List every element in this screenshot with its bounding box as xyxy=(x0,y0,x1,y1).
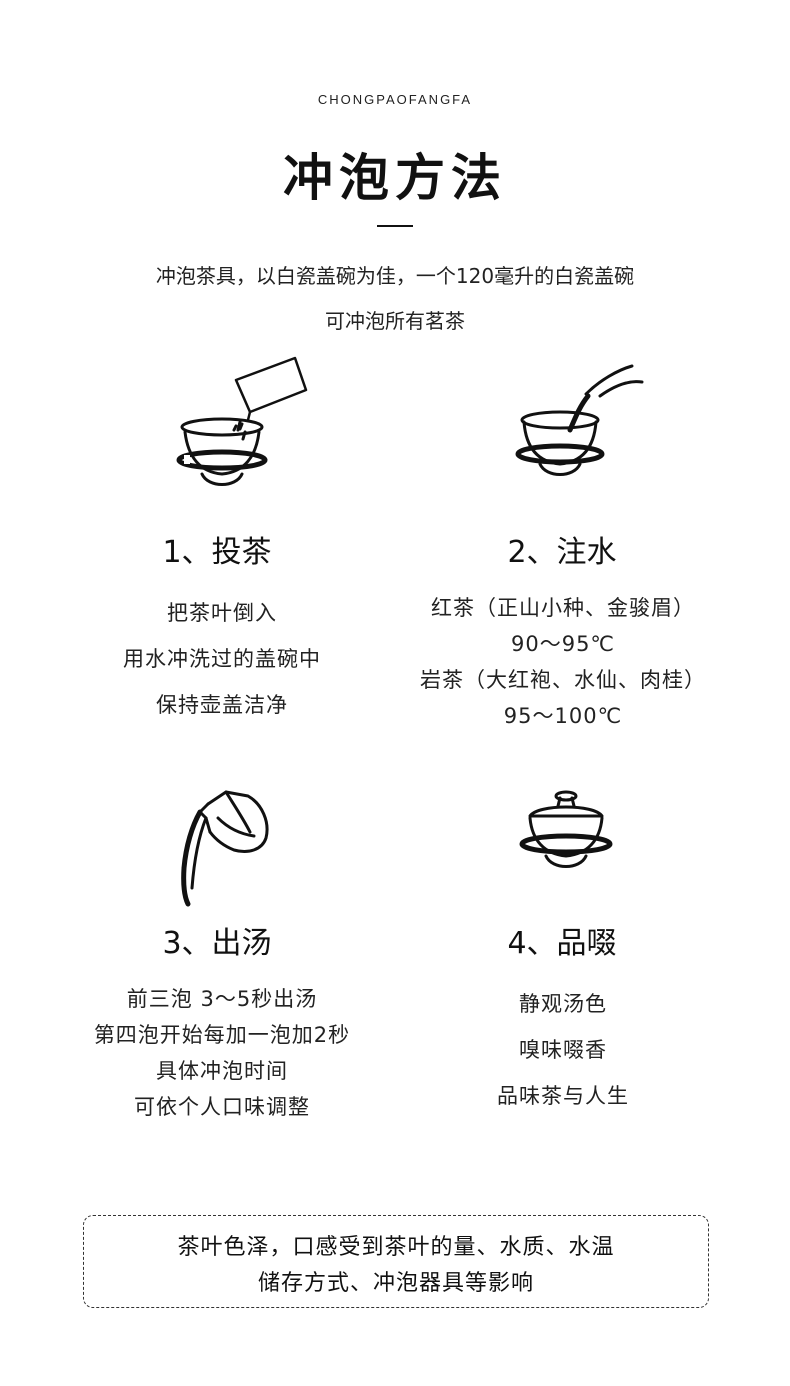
step-1-line: 保持壶盖洁净 xyxy=(156,693,288,717)
step-3-line: 可依个人口味调整 xyxy=(134,1095,310,1119)
step-3-line: 前三泡 3～5秒出汤 xyxy=(126,987,318,1011)
step-2-line: 岩茶（大红袍、水仙、肉桂） xyxy=(420,668,706,692)
step-3-title: 3、出汤 xyxy=(162,926,272,961)
intro-line-2: 可冲泡所有茗茶 xyxy=(325,309,465,333)
step-1-title: 1、投茶 xyxy=(162,535,272,570)
step-1-lines: 把茶叶倒入 用水冲洗过的盖碗中 保持壶盖洁净 xyxy=(32,590,412,728)
title-divider xyxy=(377,225,413,227)
intro-line-1: 冲泡茶具，以白瓷盖碗为佳，一个120毫升的白瓷盖碗 xyxy=(155,264,635,288)
step-4-title: 4、品啜 xyxy=(507,926,617,961)
lidded-gaiwan-icon xyxy=(519,790,613,868)
step-3-line: 具体冲泡时间 xyxy=(156,1059,288,1083)
step-2-line: 95～100℃ xyxy=(503,704,623,728)
kettle-pouring-water-icon xyxy=(515,364,644,476)
step-1-line: 用水冲洗过的盖碗中 xyxy=(123,647,321,671)
page-subtitle-pinyin: CHONGPAOFANGFA xyxy=(317,92,473,107)
step-2-line: 90～95℃ xyxy=(510,632,616,656)
tea-bag-into-bowl-icon xyxy=(176,356,308,486)
pitcher-pouring-icon xyxy=(181,790,269,907)
step-2-lines: 红茶（正山小种、金骏眉） 90～95℃ 岩茶（大红袍、水仙、肉桂） 95～100… xyxy=(373,590,753,734)
step-1-line: 把茶叶倒入 xyxy=(167,601,277,625)
note-box: 茶叶色泽，口感受到茶叶的量、水质、水温 储存方式、冲泡器具等影响 xyxy=(83,1215,709,1308)
step-4-line: 嗅味啜香 xyxy=(519,1038,607,1062)
step-4-line: 静观汤色 xyxy=(519,992,607,1016)
step-4-line: 品味茶与人生 xyxy=(497,1084,629,1108)
note-line-2: 储存方式、冲泡器具等影响 xyxy=(257,1271,534,1296)
step-4-lines: 静观汤色 嗅味啜香 品味茶与人生 xyxy=(373,981,753,1119)
step-3-lines: 前三泡 3～5秒出汤 第四泡开始每加一泡加2秒 具体冲泡时间 可依个人口味调整 xyxy=(32,981,412,1125)
page-title: 冲泡方法 xyxy=(283,148,507,207)
step-2-line: 红茶（正山小种、金骏眉） xyxy=(431,596,695,620)
step-2-title: 2、注水 xyxy=(507,535,617,570)
note-line-1: 茶叶色泽，口感受到茶叶的量、水质、水温 xyxy=(177,1235,615,1260)
step-3-line: 第四泡开始每加一泡加2秒 xyxy=(93,1023,351,1047)
